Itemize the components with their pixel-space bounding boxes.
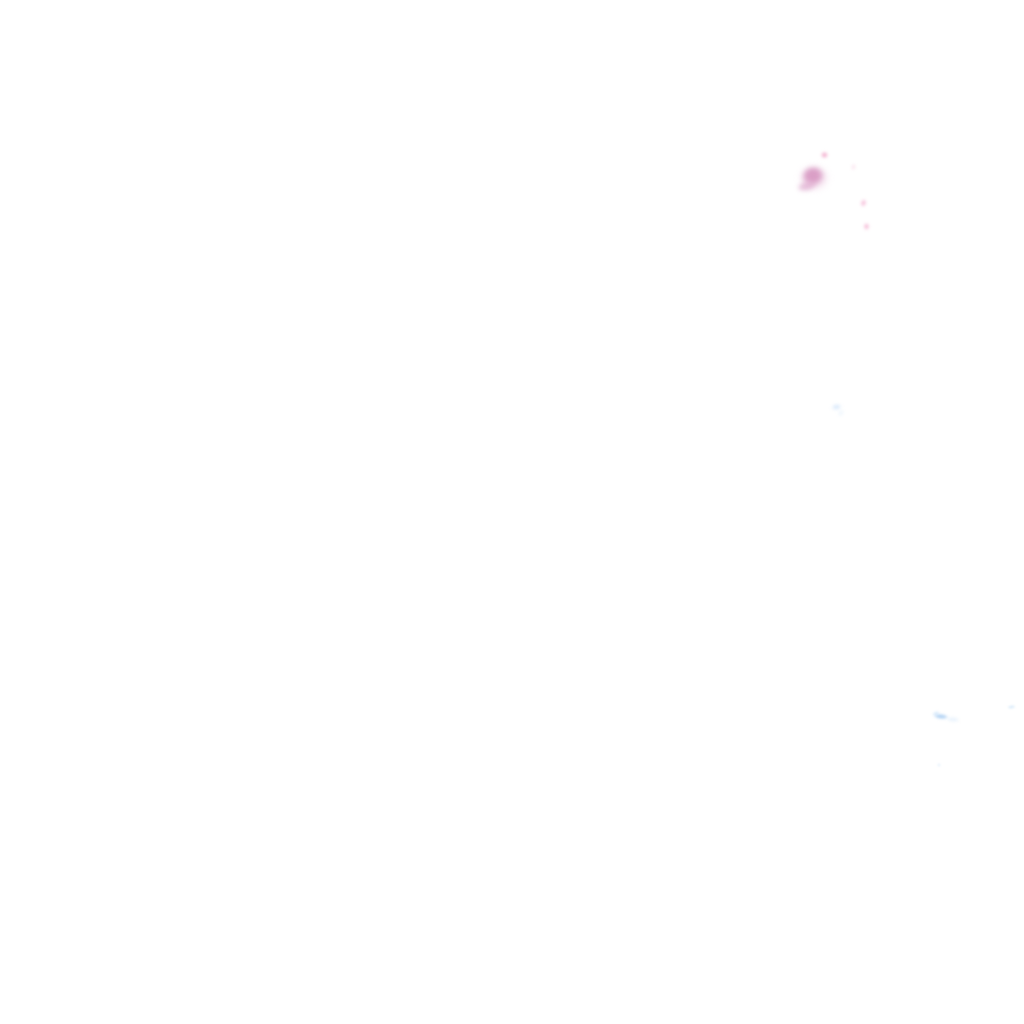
pink-speck-upper xyxy=(819,151,829,159)
blue-smudge-upper xyxy=(828,401,844,413)
blue-smudge-tail xyxy=(835,407,847,419)
blue-swoosh-core xyxy=(930,711,952,721)
pink-blob-skirt xyxy=(791,175,823,197)
blue-dot-lower xyxy=(937,763,941,767)
pink-blob-halo xyxy=(793,160,835,196)
pink-blob-main xyxy=(796,161,830,191)
pink-speck-mid xyxy=(858,197,868,209)
pink-dash-right xyxy=(849,162,857,172)
blue-swoosh-head xyxy=(930,708,942,718)
pink-speck-lower xyxy=(862,221,870,231)
blue-swoosh-tail xyxy=(943,715,963,723)
blue-squiggle-right xyxy=(1005,704,1017,710)
